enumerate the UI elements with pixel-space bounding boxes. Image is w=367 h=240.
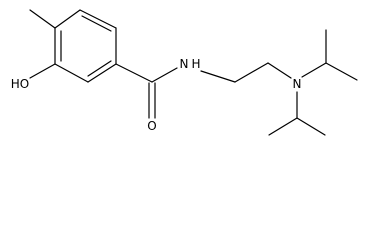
ring-bond-4 [54, 63, 89, 83]
ring-bond-1-inner [81, 15, 112, 32]
amide-h-label: H [191, 57, 200, 71]
lower-isopropyl-methyl-a [268, 117, 298, 136]
ring-to-carbonyl-bond [115, 63, 153, 83]
structure-canvas: HO O N H N [10, 9, 358, 136]
hydroxyl-bond [29, 63, 56, 79]
upper-isopropyl-methyl-b [325, 62, 358, 81]
nh-to-ch2-bond [200, 70, 236, 83]
ring-bond-1 [79, 9, 117, 29]
carbonyl-to-nh-bond [151, 67, 178, 83]
chemical-structure-diagram: HO O N H N [11, 9, 358, 136]
upper-isopropyl-n-bond [301, 62, 327, 78]
ch2-ch2-bond [234, 62, 269, 83]
methyl-bond [29, 9, 56, 29]
carbonyl-oxygen-label: O [147, 119, 156, 133]
lower-isopropyl-methyl-b [296, 117, 326, 136]
ring-bond-3-inner [87, 60, 112, 77]
ring-bond-6 [54, 9, 81, 29]
hydroxyl-label: HO [11, 77, 29, 91]
ring-bond-3 [87, 63, 117, 83]
amine-n-label: N [293, 77, 302, 91]
ch2-to-n-bond [267, 62, 292, 79]
amide-n-label: N [180, 57, 189, 71]
benzene-ring [54, 9, 117, 83]
